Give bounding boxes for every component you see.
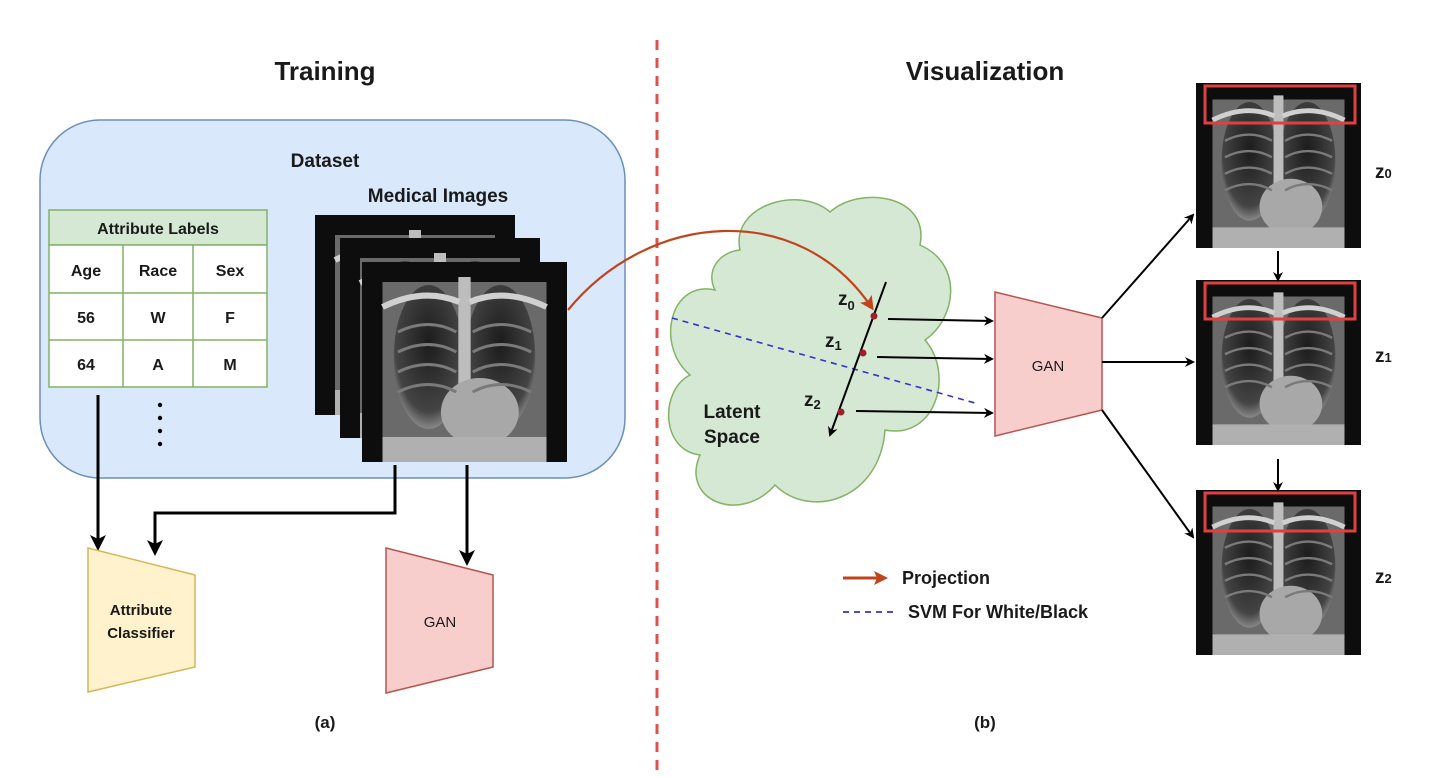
latent-z2-label: z2 [804,390,821,412]
arrow-z2-to-gan [855,407,994,418]
output-xray-z2 [1196,490,1361,655]
attribute-classifier [87,547,196,693]
front-xray-image [362,262,567,462]
arrow-z0-to-gan [887,315,994,326]
classifier-label: Classifier [107,625,175,642]
table-cell: M [223,357,236,374]
arrow-z1-to-gan [876,353,994,364]
table-cell: A [152,357,164,374]
arrow-gan-to-output-z0 [1101,213,1195,319]
legend-svm-label: SVM For White/Black [908,602,1089,622]
table-cell: W [150,310,166,327]
medical-image-stack [315,215,567,462]
arrow-gan-to-output-z2 [1101,409,1195,539]
medical-images-label: Medical Images [368,186,508,207]
legend: Projection SVM For White/Black [843,568,1089,622]
panel-label-b: (b) [974,713,996,732]
latent-z0-label: z0 [838,289,855,313]
output-xray-z0 [1196,83,1361,248]
table-header-sex: Sex [216,263,245,280]
latent-point-z0 [870,312,878,320]
highlight-box [1203,491,1357,533]
output-z1-label: z1 [1375,346,1392,367]
visualization-gan-label: GAN [1032,358,1065,375]
highlight-box [1203,84,1357,125]
latent-point-z1 [859,349,867,357]
legend-projection-label: Projection [902,568,990,588]
ellipsis-dots [157,402,163,447]
table-header-race: Race [139,263,177,280]
classifier-label: Attribute [110,602,173,619]
latent-space-label: Space [704,427,760,448]
latent-z1-label: z1 [825,331,842,353]
panel-label-a: (a) [315,713,336,732]
arrow-images-to-classifier [147,465,397,556]
table-cell: 56 [77,310,95,327]
highlight-box [1203,281,1357,321]
svm-boundary-line [671,317,976,404]
output-z2-label: z2 [1375,567,1392,588]
training-gan [385,547,494,694]
latent-point-z2 [837,408,845,416]
output-xray-z1 [1196,280,1361,445]
table-cell: F [225,310,235,327]
visualization-title: Visualization [906,56,1064,86]
attribute-table-caption: Attribute Labels [97,221,219,238]
training-gan-label: GAN [424,614,457,631]
dataset-label: Dataset [291,151,360,172]
latent-space-label: Latent [704,402,762,423]
output-z0-label: z0 [1375,162,1392,183]
training-title: Training [274,56,375,86]
table-cell: 64 [77,357,95,374]
table-header-age: Age [71,263,101,280]
attribute-table: Attribute Labels Age Race Sex 56 W F 64 … [48,209,268,388]
latent-space-cloud [668,196,952,506]
projection-arrow [567,229,874,311]
